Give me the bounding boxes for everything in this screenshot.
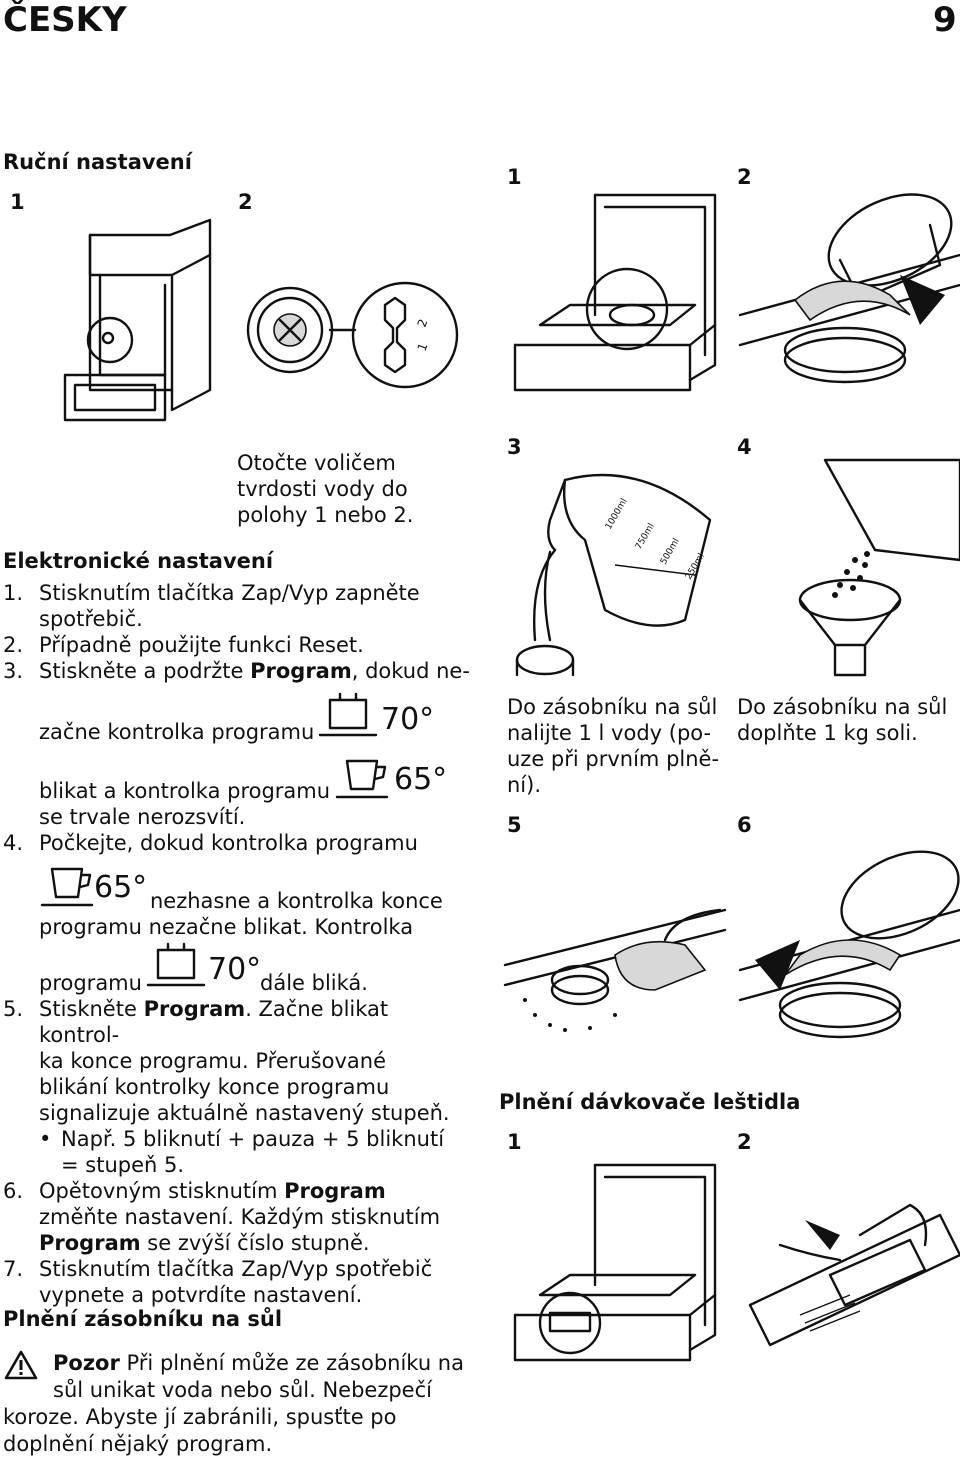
dishwasher-open-door-illustration: [63, 218, 212, 422]
manual-caption: Otočte voličem tvrdosti vody do polohy 1…: [237, 451, 414, 527]
manual-step-1: 1: [10, 190, 25, 214]
step-4-line5: dále bliká.: [260, 971, 368, 995]
temp-65-label-b: 65°: [94, 870, 148, 905]
warning-line1: Pozor Při plnění může ze zásobníku na: [53, 1351, 464, 1375]
salt-step-3: 3: [507, 435, 522, 459]
step-7: 7.Stisknutím tlačítka Zap/Vyp spotřebič …: [3, 1257, 433, 1307]
salt-step-1: 1: [507, 165, 522, 189]
dial-mark-2: 2: [415, 317, 431, 329]
funnel-adding-salt-illustration: [798, 458, 960, 677]
salt-step-2: 2: [737, 165, 752, 189]
temp-70-label: 70°: [381, 702, 435, 737]
salt-step-6: 6: [737, 813, 752, 837]
page-number: 9: [933, 0, 957, 40]
salt-cap-screw-illustration: [738, 850, 960, 1039]
water-hardness-dial-illustration: 2 1: [246, 281, 459, 389]
step-3-line4: se trvale nerozsvítí.: [39, 805, 246, 829]
electronic-setting-heading: Elektronické nastavení: [3, 549, 274, 573]
step-1: 1.Stisknutím tlačítka Zap/Vyp zapněte sp…: [3, 581, 420, 631]
step-4: 4.Počkejte, dokud kontrolka programu: [3, 831, 418, 855]
jug-pouring-water-illustration: 1000ml 750ml 500ml 250ml: [515, 473, 712, 677]
dishwasher-rinse-aid-illustration: [513, 1163, 717, 1362]
salt-step-4: 4: [737, 435, 752, 459]
salt-caption-3: Do zásobníku na sůl nalijte 1 l vody (po…: [507, 695, 720, 797]
temp-70-label-b: 70°: [208, 952, 262, 987]
warning-line2: sůl unikat voda nebo sůl. Nebezpečí: [53, 1378, 432, 1402]
salt-heading: Plnění zásobníku na sůl: [3, 1307, 283, 1331]
dishwasher-salt-reservoir-illustration: [513, 193, 717, 392]
warning-icon: [4, 1350, 38, 1380]
program-70-icon-b: [146, 942, 206, 987]
program-65-icon-b: [40, 867, 94, 907]
program-65-icon: [335, 759, 389, 799]
step-5: 5.Stiskněte Program. Začne blikat kontro…: [3, 997, 389, 1047]
salt-caption-4: Do zásobníku na sůl doplňte 1 kg soli.: [737, 695, 948, 745]
rinse-step-2: 2: [737, 1130, 752, 1154]
page-language: ČESKY: [3, 0, 127, 40]
jug-mark-500: 500ml: [659, 537, 682, 567]
step-4-line2: nezhasne a kontrolka konce: [150, 889, 443, 913]
manual-setting-heading: Ruční nastavení: [3, 150, 192, 174]
dial-mark-1: 1: [415, 341, 431, 353]
step-3-line2: začne kontrolka programu: [39, 720, 315, 744]
rinse-aid-heading: Plnění dávkovače leštidla: [499, 1090, 801, 1114]
jug-mark-1000: 1000ml: [604, 497, 630, 532]
step-3-line3: blikat a kontrolka programu: [39, 779, 331, 803]
step-6: 6.Opětovným stisknutím Program změňte na…: [3, 1179, 441, 1255]
salt-step-5: 5: [507, 813, 522, 837]
temp-65-label: 65°: [394, 762, 448, 797]
step-5-bullet: •Např. 5 bliknutí + pauza + 5 bliknutí =…: [39, 1127, 445, 1177]
rinse-step-1: 1: [507, 1130, 522, 1154]
step-4-line3: programu nezačne blikat. Kontrolka: [39, 915, 414, 939]
warning-line4: doplnění nějaký program.: [3, 1432, 273, 1456]
wipe-spilled-salt-illustration: [503, 908, 727, 1032]
rinse-aid-dispenser-open-illustration: [748, 1203, 960, 1347]
step-4-line4: programu: [39, 971, 142, 995]
step-2: 2.Případně použijte funkci Reset.: [3, 633, 364, 657]
program-70-icon: [318, 692, 378, 737]
step-3: 3.Stiskněte a podržte Program, dokud ne-: [3, 659, 470, 683]
salt-cap-unscrew-illustration: [738, 193, 960, 384]
manual-step-2: 2: [238, 190, 253, 214]
step-5-cont: ka konce programu. Přerušované blikání k…: [39, 1049, 450, 1125]
jug-mark-750: 750ml: [634, 522, 657, 552]
warning-line3: koroze. Abyste jí zabránili, spusťte po: [3, 1405, 397, 1429]
